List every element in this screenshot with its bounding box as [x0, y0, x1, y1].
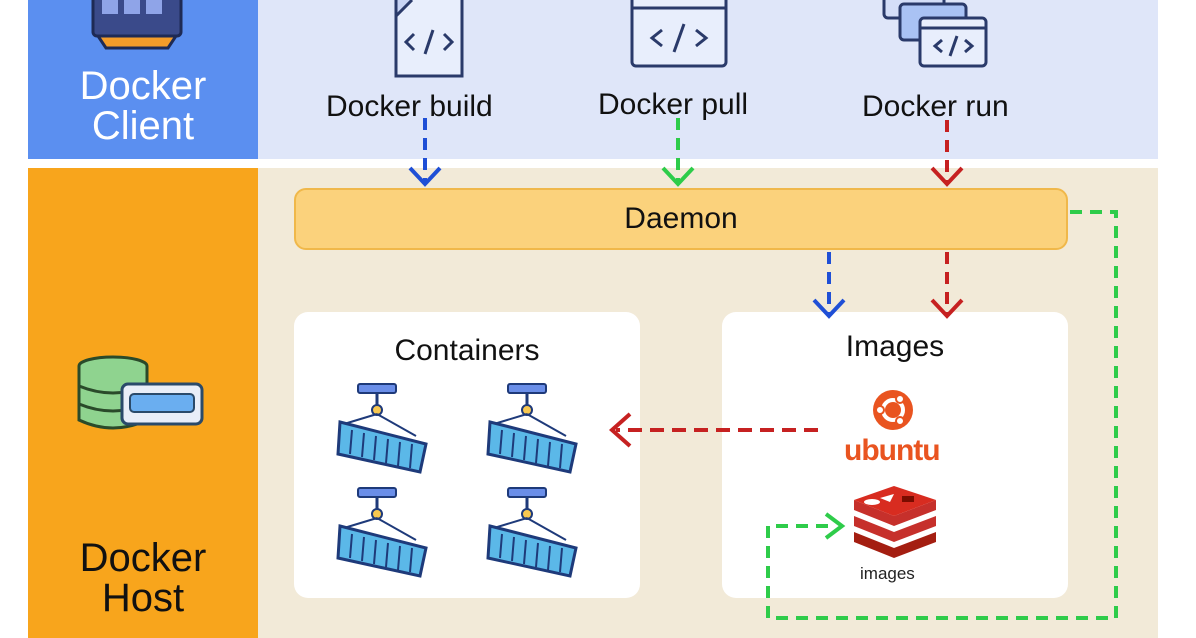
container-crane-icon	[486, 487, 578, 578]
run-arrow	[608, 120, 964, 448]
monitor-icon	[91, 0, 183, 50]
daemon-bar: Daemon	[294, 188, 1068, 250]
code-file-icon	[394, 0, 464, 78]
container-crane-icon	[336, 487, 428, 578]
container-crane-icon	[336, 383, 428, 474]
build-arrow	[408, 118, 846, 319]
docker-build-label: Docker build	[326, 90, 493, 123]
redis-logo-icon	[854, 486, 936, 558]
stacked-code-windows-icon	[882, 0, 988, 68]
redis-caption: images	[860, 564, 915, 583]
docker-pull-label: Docker pull	[598, 88, 749, 121]
ubuntu-logo-icon	[873, 390, 913, 430]
pull-arrow	[661, 118, 1118, 620]
code-window-icon	[630, 0, 728, 68]
container-crane-icon	[486, 383, 578, 474]
storage-server-icon	[77, 355, 204, 430]
images-title: Images	[845, 330, 945, 363]
containers-title: Containers	[394, 334, 540, 367]
docker-host-title: Docker Host	[79, 536, 207, 620]
ubuntu-logo-text: ubuntu	[844, 434, 941, 467]
docker-run-label: Docker run	[862, 90, 1009, 123]
docker-client-title: Docker Client	[79, 64, 207, 148]
